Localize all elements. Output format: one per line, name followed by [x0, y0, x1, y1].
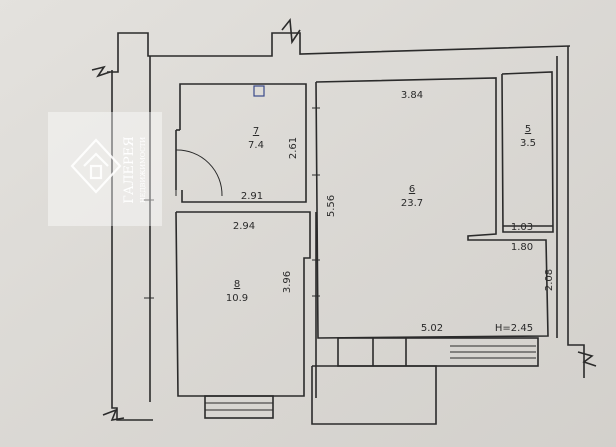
break-mark-left-top: [91, 65, 111, 78]
dim-2-91: 2.91: [241, 191, 263, 202]
break-mark-top: [281, 17, 301, 45]
room-7-walls: [179, 83, 307, 203]
room-8-walls: [175, 211, 311, 397]
door-swing-7: [175, 149, 223, 197]
dim-1-80: 1.80: [511, 242, 533, 253]
room-5-walls: [501, 71, 554, 233]
watermark-sub: НЕДВИЖИМОСТИ: [139, 137, 147, 203]
room-5-area: 3.5: [520, 138, 536, 149]
balcony-sill: [337, 337, 539, 367]
watermark: ГАЛЕРЕЯ НЕДВИЖИМОСТИ: [48, 112, 162, 226]
watermark-panel: [48, 112, 162, 226]
window-room-8: [204, 395, 274, 419]
outer-wall-left: [111, 70, 153, 421]
dim-2-61: 2.61: [288, 137, 299, 159]
dim-5-56: 5.56: [326, 195, 337, 217]
room-6-number: 6: [409, 184, 415, 195]
watermark-name: ГАЛЕРЕЯ: [122, 136, 137, 204]
room-8-number: 8: [234, 279, 240, 290]
room-7-area: 7.4: [248, 140, 264, 151]
room-8-area: 10.9: [226, 293, 248, 304]
balcony: [311, 365, 437, 425]
dim-1-03: 1.03: [511, 222, 533, 233]
break-mark-left-bottom: [102, 408, 125, 422]
dim-2-94: 2.94: [233, 221, 255, 232]
vent-box: [253, 85, 265, 97]
dim-5-02: 5.02: [421, 323, 443, 334]
ceiling-height: H=2.45: [495, 323, 533, 334]
dim-3-96: 3.96: [282, 271, 293, 293]
room-7-number: 7: [253, 126, 259, 137]
room-6-area: 23.7: [401, 198, 423, 209]
outer-wall-top: [107, 32, 571, 73]
watermark-logo-icon: [70, 138, 122, 194]
dim-2-08: 2.08: [544, 269, 555, 291]
room-5-number: 5: [525, 124, 531, 135]
dim-3-84: 3.84: [401, 90, 423, 101]
walls: [91, 17, 597, 425]
break-mark-right: [577, 351, 597, 367]
